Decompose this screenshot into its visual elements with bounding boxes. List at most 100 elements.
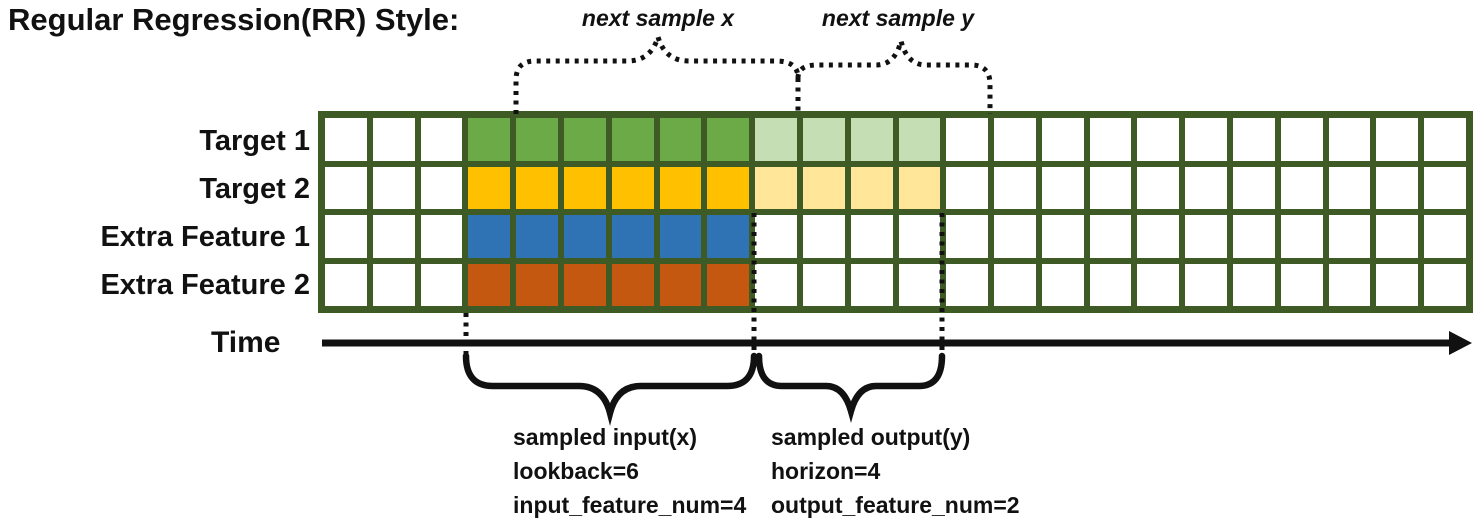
grid-cell (1041, 118, 1084, 161)
grid-cell (468, 215, 511, 258)
grid-cell (1233, 166, 1275, 209)
next-sample-x-label: next sample x (581, 5, 735, 31)
grid-cell (755, 118, 797, 161)
grid-cell (1137, 166, 1180, 209)
grid-cell (850, 215, 893, 258)
grid-cell (1137, 118, 1180, 161)
grid-cell (1137, 215, 1180, 258)
grid-cell (420, 166, 463, 209)
grid-cell (420, 215, 463, 258)
grid-cell (850, 263, 893, 306)
grid-cell (1280, 166, 1323, 209)
grid-cell (755, 215, 797, 258)
grid-cell (372, 215, 415, 258)
grid-cell (325, 263, 367, 306)
grid-cell (611, 118, 654, 161)
grid-cell (372, 263, 415, 306)
grid-cell (946, 166, 989, 209)
grid-cell (516, 166, 558, 209)
grid-cell (898, 118, 941, 161)
grid-cell (420, 263, 463, 306)
grid-cell (1376, 215, 1419, 258)
grid-cell (994, 166, 1036, 209)
grid-cell (1328, 118, 1371, 161)
grid-cell (372, 166, 415, 209)
row-label-target-2: Target 2 (199, 173, 310, 205)
grid-cell (325, 166, 367, 209)
sampled-output-title: sampled output(y) (771, 424, 971, 450)
grid-cell (1233, 215, 1275, 258)
grid-cell (946, 263, 989, 306)
grid-cell (946, 118, 989, 161)
grid-cell (802, 263, 845, 306)
grid-cell (898, 166, 941, 209)
grid-cell (563, 263, 606, 306)
next-sample-y-label: next sample y (821, 5, 975, 31)
grid-cell (850, 166, 893, 209)
grid-cell (1328, 263, 1371, 306)
next-sample-x-brace (513, 28, 801, 114)
horizon-value: horizon=4 (771, 458, 881, 484)
sampled-input-title: sampled input(x) (513, 424, 698, 450)
grid-cell (1185, 215, 1228, 258)
sampled-input-note: sampled input(x) lookback=6 input_featur… (513, 420, 746, 522)
grid-cell (802, 215, 845, 258)
grid-cell (707, 166, 750, 209)
grid-cell (1089, 118, 1132, 161)
grid-cell (994, 215, 1036, 258)
grid-cell (372, 118, 415, 161)
grid-cell (420, 118, 463, 161)
grid-cell (707, 215, 750, 258)
grid-cell (563, 166, 606, 209)
grid-cell (1089, 215, 1132, 258)
grid-cell (1041, 215, 1084, 258)
grid-cell (755, 263, 797, 306)
grid-cell (325, 118, 367, 161)
grid-cell (1424, 166, 1466, 209)
row-label-extra-feature-1: Extra Feature 1 (100, 221, 310, 253)
grid-cell (1233, 263, 1275, 306)
grid-cell (1185, 166, 1228, 209)
grid-cell (1328, 215, 1371, 258)
grid-cell (1280, 118, 1323, 161)
sampled-output-brace (755, 352, 946, 424)
grid-cell (516, 215, 558, 258)
grid-cell (898, 215, 941, 258)
grid-cell (707, 263, 750, 306)
diagram-title: Regular Regression(RR) Style: (8, 2, 460, 37)
grid-cell (1424, 215, 1466, 258)
input-feature-num: input_feature_num=4 (513, 492, 747, 518)
grid-cell (516, 118, 558, 161)
next-sample-y-brace (795, 40, 993, 114)
grid-cell (1280, 263, 1323, 306)
grid-cell (468, 263, 511, 306)
grid-cell (946, 215, 989, 258)
grid-cell (659, 118, 702, 161)
row-label-extra-feature-2: Extra Feature 2 (100, 269, 310, 301)
grid-cell (850, 118, 893, 161)
grid-cell (802, 118, 845, 161)
grid-cell (1185, 263, 1228, 306)
grid-cell (468, 118, 511, 161)
output-feature-num: output_feature_num=2 (771, 492, 1020, 518)
grid-cell (802, 166, 845, 209)
grid-cell (1424, 118, 1466, 161)
sampled-output-note: sampled output(y) horizon=4 output_featu… (771, 420, 1020, 522)
grid-cell (516, 263, 558, 306)
time-axis-label: Time (211, 326, 281, 359)
grid-cell (994, 118, 1036, 161)
grid-cell (1328, 166, 1371, 209)
sampled-input-brace (462, 352, 758, 426)
grid-cell (1376, 263, 1419, 306)
grid-cell (1233, 118, 1275, 161)
grid-cell (611, 215, 654, 258)
grid-cell (563, 118, 606, 161)
grid-cell (1089, 263, 1132, 306)
grid-cell (707, 118, 750, 161)
grid-cell (611, 166, 654, 209)
sample-grid (318, 111, 1473, 313)
grid-cell (325, 215, 367, 258)
grid-cell (659, 263, 702, 306)
grid-cell (659, 215, 702, 258)
time-axis-arrowhead (1449, 331, 1472, 355)
